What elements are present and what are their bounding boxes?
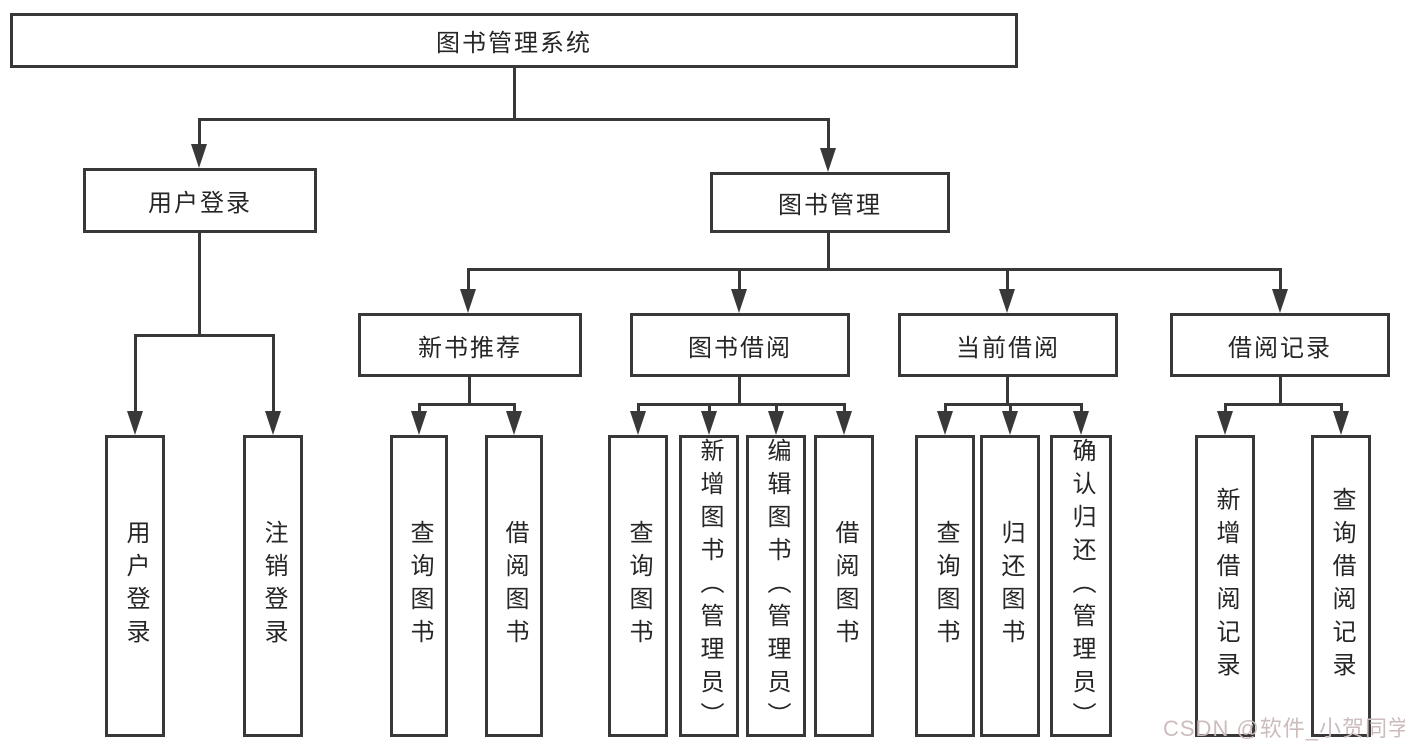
arrow-down-icon	[937, 411, 953, 435]
node-user-login: 用户登录	[83, 168, 317, 233]
arrow-down-icon	[191, 144, 207, 168]
leaf-edit-books-admin-label: 编辑图书（管理员）	[763, 437, 790, 735]
leaf-query-books-3-label: 查询图书	[932, 520, 959, 652]
leaf-edit-books-admin: 编辑图书（管理员）	[746, 435, 806, 737]
leaf-add-books-admin: 新增图书（管理员）	[679, 435, 739, 737]
connector-line	[738, 377, 741, 406]
node-book-management-label: 图书管理	[778, 192, 882, 219]
node-borrow-records: 借阅记录	[1170, 313, 1390, 377]
node-root: 图书管理系统	[10, 13, 1018, 68]
connector-line	[513, 403, 516, 413]
node-user-login-label: 用户登录	[148, 190, 252, 217]
connector-line	[1009, 403, 1012, 413]
leaf-query-books-3: 查询图书	[915, 435, 975, 737]
leaf-query-books-1-label: 查询图书	[406, 520, 433, 652]
leaf-borrow-books-2-label: 借阅图书	[831, 520, 858, 652]
arrow-down-icon	[411, 411, 427, 435]
arrow-down-icon	[820, 148, 836, 172]
node-current-borrow-label: 当前借阅	[956, 334, 1060, 362]
leaf-confirm-return-admin-label: 确认归还（管理员）	[1068, 437, 1095, 735]
connector-line	[944, 403, 947, 413]
leaf-add-borrow-record: 新增借阅记录	[1195, 435, 1255, 737]
connector-line	[468, 377, 471, 406]
connector-line	[708, 403, 711, 413]
connector-line	[418, 403, 421, 413]
connector-line	[1006, 377, 1009, 406]
leaf-query-borrow-record-label: 查询借阅记录	[1328, 487, 1355, 685]
connector-line	[272, 334, 275, 413]
arrow-down-icon	[731, 289, 747, 313]
node-book-borrow-label: 图书借阅	[688, 334, 792, 362]
arrow-down-icon	[768, 411, 784, 435]
arrow-down-icon	[1073, 411, 1089, 435]
connector-line	[418, 403, 516, 406]
leaf-logout-label: 注销登录	[260, 520, 287, 652]
leaf-user-login-label: 用户登录	[122, 520, 149, 652]
connector-line	[1224, 403, 1342, 406]
arrow-down-icon	[460, 289, 476, 313]
arrow-down-icon	[127, 411, 143, 435]
connector-line	[513, 68, 516, 119]
node-book-borrow: 图书借阅	[630, 313, 850, 377]
leaf-user-login: 用户登录	[105, 435, 165, 737]
connector-line	[1080, 403, 1083, 413]
connector-line	[738, 268, 741, 292]
leaf-add-books-admin-label: 新增图书（管理员）	[696, 437, 723, 735]
connector-line	[775, 403, 778, 413]
leaf-borrow-books-1: 借阅图书	[485, 435, 543, 737]
leaf-confirm-return-admin: 确认归还（管理员）	[1050, 435, 1112, 737]
connector-line	[198, 118, 201, 146]
connector-line	[1279, 377, 1282, 406]
node-book-management: 图书管理	[710, 172, 950, 233]
node-new-book-recommend-label: 新书推荐	[418, 334, 522, 362]
arrow-down-icon	[1217, 411, 1233, 435]
leaf-query-books-2: 查询图书	[608, 435, 668, 737]
leaf-return-books: 归还图书	[980, 435, 1040, 737]
connector-line	[198, 118, 830, 121]
node-root-label: 图书管理系统	[436, 30, 592, 57]
connector-line	[1340, 403, 1343, 413]
leaf-add-borrow-record-label: 新增借阅记录	[1212, 487, 1239, 685]
connector-line	[1279, 268, 1282, 292]
leaf-query-books-2-label: 查询图书	[625, 520, 652, 652]
arrow-down-icon	[999, 289, 1015, 313]
connector-line	[843, 403, 846, 413]
leaf-borrow-books-2: 借阅图书	[814, 435, 874, 737]
arrow-down-icon	[701, 411, 717, 435]
node-new-book-recommend: 新书推荐	[358, 313, 582, 377]
connector-line	[1224, 403, 1227, 413]
arrow-down-icon	[1333, 411, 1349, 435]
connector-line	[827, 118, 830, 150]
connector-line	[134, 334, 275, 337]
connector-line	[198, 233, 201, 336]
connector-line	[637, 403, 640, 413]
leaf-query-books-1: 查询图书	[390, 435, 448, 737]
arrow-down-icon	[1272, 289, 1288, 313]
connector-line	[467, 268, 470, 292]
leaf-logout: 注销登录	[243, 435, 303, 737]
leaf-query-borrow-record: 查询借阅记录	[1311, 435, 1371, 737]
arrow-down-icon	[836, 411, 852, 435]
node-borrow-records-label: 借阅记录	[1228, 334, 1332, 362]
connector-line	[944, 403, 1082, 406]
leaf-return-books-label: 归还图书	[997, 520, 1024, 652]
arrow-down-icon	[506, 411, 522, 435]
connector-line	[467, 268, 1282, 271]
csdn-watermark: CSDN @软件_小贺同学	[1163, 716, 1405, 741]
node-current-borrow: 当前借阅	[898, 313, 1118, 377]
arrow-down-icon	[265, 411, 281, 435]
connector-line	[637, 403, 846, 406]
arrow-down-icon	[1002, 411, 1018, 435]
leaf-borrow-books-1-label: 借阅图书	[501, 520, 528, 652]
connector-line	[134, 334, 137, 413]
arrow-down-icon	[630, 411, 646, 435]
connector-line	[827, 233, 830, 270]
connector-line	[1006, 268, 1009, 292]
